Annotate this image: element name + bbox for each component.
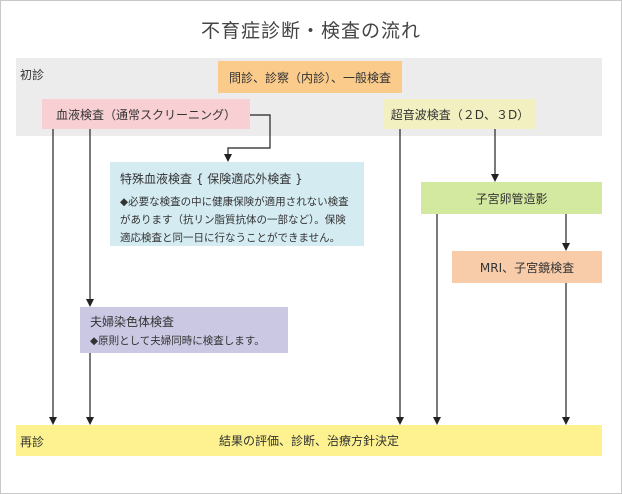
ultrasound-box: 超音波検査（２D、３D） [384,99,536,129]
chromosome-test-title: 夫婦染色体検査 [90,315,175,329]
hsg-box: 子宮卵管造影 [421,182,602,214]
special-blood-test-box: 特殊血液検査 { 保険適応外検査 } ◆必要な検査の中に健康保険が適用されない検… [110,162,364,246]
blood-test-box: 血液検査（通常スクリーニング） [42,99,250,129]
chromosome-test-box: 夫婦染色体検査 ◆原則として夫婦同時に検査します。 [80,307,288,353]
mri-hysteroscopy-box: MRI、子宮鏡検査 [452,251,602,283]
revisit-label: 再診 [20,435,45,449]
special-blood-test-note: ◆必要な検査の中に健康保険が適用されない検査があります（抗リン脂質抗体の一部など… [120,196,349,244]
result-bar: 結果の評価、診断、治療方針決定 [16,425,602,456]
special-blood-test-title: 特殊血液検査 { 保険適応外検査 } [120,172,303,186]
arrow-blood-to-special [224,114,271,162]
diagram-title: 不育症診断・検査の流れ [200,20,421,42]
result-label: 結果の評価、診断、治療方針決定 [218,434,399,448]
initial-visit-label: 初診 [20,68,45,82]
chromosome-test-note: ◆原則として夫婦同時に検査します。 [90,335,265,347]
interview-box: 問診、診察（内診）、一般検査 [218,61,402,93]
